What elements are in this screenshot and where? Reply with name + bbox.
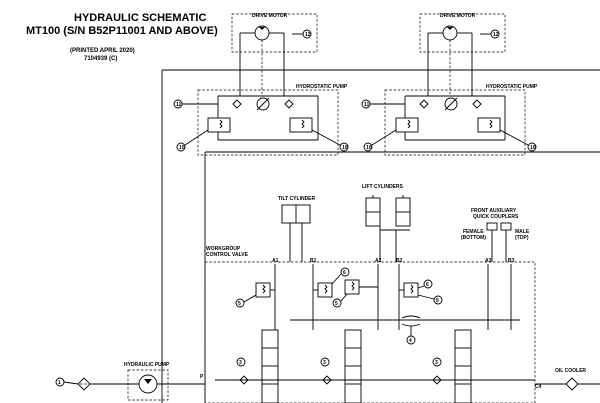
hydrostatic-pump-2: HYDROSTATIC PUMP 11 10 10 <box>361 84 538 156</box>
lift-cylinders-label: LIFT CYLINDERS <box>362 184 403 190</box>
lift-cylinders: LIFT CYLINDERS <box>362 184 411 262</box>
svg-text:12: 12 <box>493 32 499 38</box>
relief-callout-1 <box>235 298 245 308</box>
check-valve <box>419 99 429 109</box>
coupler-male <box>500 222 512 231</box>
svg-text:1: 1 <box>58 380 61 386</box>
port-b3: B3 <box>508 258 515 264</box>
hydraulic-pump-label: HYDRAULIC PUMP <box>124 362 170 368</box>
svg-text:6: 6 <box>343 270 346 276</box>
tilt-cylinder-label: TILT CYLINDER <box>278 196 316 202</box>
drive-motor-2-label: DRIVE MOTOR <box>440 13 476 19</box>
workgroup-label-2: CONTROL VALVE <box>206 252 249 258</box>
part-number: 7104939 (C) <box>84 56 118 62</box>
check-callout-2 <box>320 357 330 367</box>
workgroup-control-valve: WORKGROUP CONTROL VALVE A1 B1 A2 B2 A3 B… <box>200 246 542 403</box>
filter-icon <box>77 377 91 391</box>
workgroup-label-1: WORKGROUP <box>206 246 241 252</box>
port-b2: B2 <box>396 258 403 264</box>
svg-text:10: 10 <box>366 145 372 151</box>
drive-motor-2: DRIVE MOTOR 12 <box>419 13 506 96</box>
relief-callout-4 <box>423 279 433 289</box>
svg-text:11: 11 <box>176 102 182 108</box>
model-serial-title: MT100 (S/N B52P11001 AND ABOVE) <box>26 25 218 37</box>
female-position: (BOTTOM) <box>461 235 486 241</box>
svg-text:10: 10 <box>530 145 536 151</box>
relief-valve-2a <box>395 117 419 133</box>
svg-text:5: 5 <box>335 301 338 307</box>
svg-text:10: 10 <box>342 145 348 151</box>
hydrostatic-pump-1-label: HYDROSTATIC PUMP <box>296 84 348 90</box>
port-a2: A2 <box>375 258 382 264</box>
flow-restrictor <box>401 315 421 319</box>
printed-date: (PRINTED APRIL 2020) <box>70 48 135 54</box>
relief-callout-2 <box>340 267 350 277</box>
relief-valve-1b <box>289 117 313 133</box>
svg-text:4: 4 <box>409 338 412 344</box>
female-label: FEMALE <box>463 229 484 235</box>
check-valve <box>284 99 294 109</box>
svg-text:5: 5 <box>238 301 241 307</box>
svg-text:10: 10 <box>179 145 185 151</box>
drive-motor-1: DRIVE MOTOR 12 <box>231 13 318 96</box>
male-position: (TOP) <box>515 235 529 241</box>
relief-valve-1a <box>207 117 231 133</box>
check-callout-3 <box>432 357 442 367</box>
oil-cooler-symbol <box>565 377 579 391</box>
svg-text:11: 11 <box>364 102 370 108</box>
hydrostatic-pump-2-label: HYDROSTATIC PUMP <box>486 84 538 90</box>
relief-valve-2b <box>477 117 501 133</box>
port-p: P <box>200 374 204 380</box>
suction-filter: 1 <box>55 377 91 391</box>
relief-callout-3 <box>332 298 342 308</box>
svg-text:6: 6 <box>426 282 429 288</box>
svg-text:3: 3 <box>435 360 438 366</box>
port-a1: A1 <box>272 258 279 264</box>
front-aux-label-2: QUICK COUPLERS <box>473 214 519 220</box>
male-label: MALE <box>515 229 530 235</box>
tilt-cylinder: TILT CYLINDER <box>278 196 316 262</box>
restrictor-callout <box>406 335 416 345</box>
svg-text:12: 12 <box>305 32 311 38</box>
spool-valve-3 <box>454 329 472 403</box>
spool-valve-2 <box>344 329 362 403</box>
hydraulic-pump: HYDRAULIC PUMP <box>90 362 205 401</box>
check-callout-1 <box>236 357 246 367</box>
svg-text:3: 3 <box>239 360 242 366</box>
svg-text:5: 5 <box>436 298 439 304</box>
coupler-female <box>486 222 498 231</box>
check-valve <box>232 99 242 109</box>
relief-1b-callout <box>339 142 349 152</box>
relief-2a-callout <box>363 142 373 152</box>
relief-2b-callout <box>527 142 537 152</box>
drive-motor-1-label: DRIVE MOTOR <box>252 13 288 19</box>
spool-valve-1 <box>261 329 279 403</box>
front-aux-label-1: FRONT AUXILIARY <box>471 208 517 214</box>
port-c4: C4 <box>535 384 542 390</box>
check-valve <box>472 99 482 109</box>
schematic-title: HYDRAULIC SCHEMATIC <box>74 12 207 24</box>
relief-callout-5 <box>433 295 443 305</box>
oil-cooler-label: OIL COOLER <box>555 368 586 374</box>
port-b1: B1 <box>310 258 317 264</box>
oil-cooler: OIL COOLER <box>535 368 600 391</box>
hydrostatic-pump-1: HYDROSTATIC PUMP 11 10 10 <box>173 84 349 156</box>
relief-1a-callout <box>176 142 186 152</box>
svg-text:3: 3 <box>323 360 326 366</box>
port-a3: A3 <box>485 258 492 264</box>
front-aux-couplers: FRONT AUXILIARY QUICK COUPLERS FEMALE (B… <box>461 208 530 262</box>
